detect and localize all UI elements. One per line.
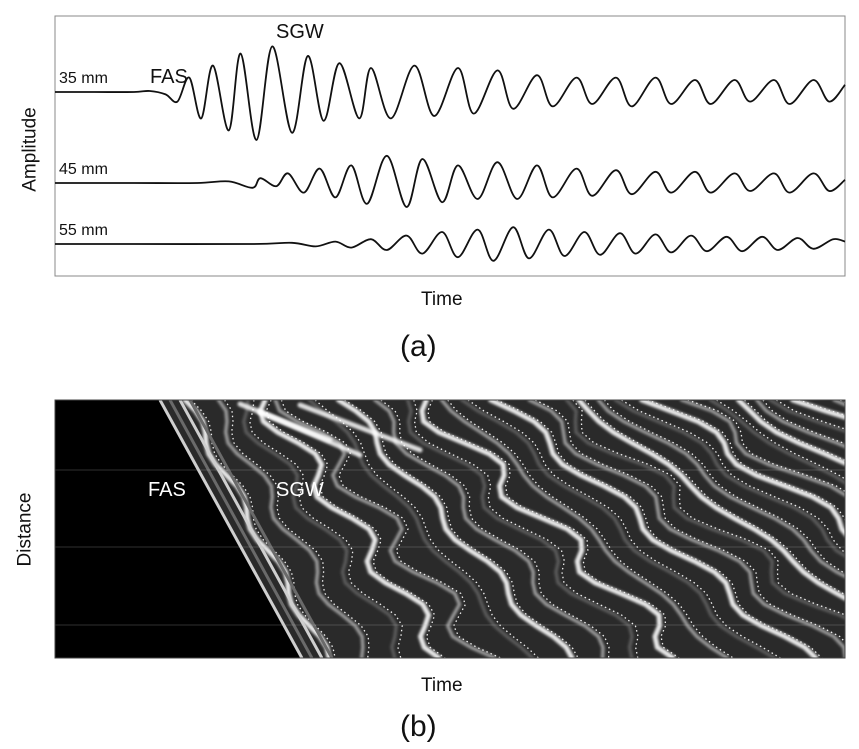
map-stripe: [527, 400, 845, 658]
map-stripe-edge: [447, 400, 734, 658]
map-stripe-edge: [467, 400, 781, 658]
map-stripe-edge: [380, 400, 610, 658]
map-stripe: [596, 400, 845, 579]
map-stripe: [216, 400, 365, 658]
map-fas-front: [188, 400, 334, 658]
map-stripe: [639, 400, 845, 537]
map-fas-front: [178, 400, 324, 658]
map-stripe: [708, 400, 845, 485]
map-stripe: [241, 400, 399, 658]
panel-a-frame: [54, 15, 846, 277]
map-stripe: [679, 400, 845, 497]
map-stripe: [273, 400, 497, 658]
map-fas-front: [168, 400, 314, 658]
trace-label-55-mm: 55 mm: [59, 222, 108, 239]
map-stripe: [307, 400, 535, 658]
map-stripe-edge: [413, 400, 639, 658]
map-quiet-region: [55, 400, 302, 658]
map-stripe-edge: [647, 400, 845, 523]
annotation-fas-b: FAS: [148, 479, 186, 501]
annotation-fas-a: FAS: [150, 66, 188, 88]
map-stripe: [439, 400, 730, 658]
map-stripe-edge: [584, 400, 845, 596]
map-fas-front: [158, 400, 304, 658]
map-stripe-edge: [314, 400, 539, 658]
map-stripe-edge: [249, 400, 403, 658]
map-bright-streak: [257, 409, 363, 458]
map-stripe: [336, 400, 575, 658]
trace-55-mm: [55, 226, 846, 262]
panel-a-letter: (a): [400, 330, 437, 363]
map-stripe: [257, 400, 442, 658]
map-bright-streak: [297, 402, 423, 453]
trace-label-45-mm: 45 mm: [59, 161, 108, 178]
trace-35-mm: [55, 45, 846, 141]
annotation-sgw-b: SGW: [276, 479, 324, 501]
panel-b-xlabel: Time: [421, 675, 463, 696]
panel-b-frame: [54, 399, 846, 659]
map-stripe-edge: [224, 400, 370, 658]
map-stripe: [488, 400, 819, 658]
map-stripe-edge: [427, 400, 680, 658]
map-stripe: [613, 400, 845, 558]
map-stripe: [576, 400, 845, 601]
map-stripe-edge: [496, 400, 823, 658]
map-stripe-edge: [265, 400, 446, 658]
map-stripe-edge: [280, 400, 501, 658]
map-stripe: [406, 400, 634, 658]
panel-b-ylabel: Distance: [14, 492, 36, 567]
trace-45-mm: [55, 154, 846, 208]
panel-a-xlabel: Time: [421, 289, 463, 310]
map-stripe: [565, 400, 845, 620]
map-stripe-edge: [344, 400, 579, 658]
annotation-sgw-a: SGW: [276, 21, 324, 43]
map-stripe: [419, 400, 676, 658]
map-stripe: [736, 400, 845, 466]
map-image: [55, 400, 845, 658]
panel-b-letter: (b): [400, 710, 437, 743]
map-stripe-edge: [716, 400, 845, 480]
map-stripe: [755, 400, 845, 449]
map-stripe: [460, 400, 777, 658]
map-stripe-edge: [621, 400, 845, 553]
trace-label-35-mm: 35 mm: [59, 70, 108, 87]
